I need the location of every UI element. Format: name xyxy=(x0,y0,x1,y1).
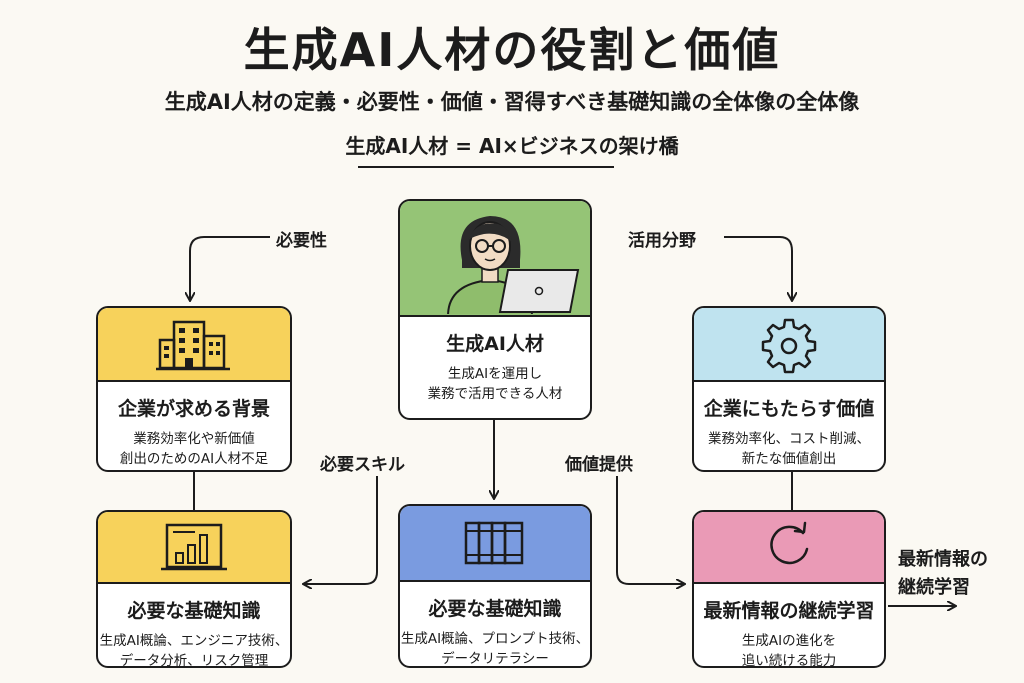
card-knowledge-left-title: 必要な基礎知識 xyxy=(127,600,261,622)
card-knowledge-mid-desc-line2: データリテラシー xyxy=(441,651,549,667)
card-background-desc-line2: 創出のためのAI人材不足 xyxy=(119,451,269,467)
label-value-provision: 価値提供 xyxy=(565,455,633,475)
card-knowledge-mid-header xyxy=(400,506,590,582)
connector-value-provision xyxy=(616,476,684,584)
bar-chart-icon xyxy=(161,523,227,571)
card-background-desc: 業務効率化や新価値 創出のためのAI人材不足 xyxy=(98,429,290,469)
card-knowledge-left-header xyxy=(98,512,290,584)
card-learning-title: 最新情報の継続学習 xyxy=(703,600,875,622)
label-necessity: 必要性 xyxy=(276,231,327,251)
card-ai-talent-desc: 生成AIを運用し 業務で活用できる人材 xyxy=(400,364,590,404)
card-background-header xyxy=(98,308,290,382)
formula-text: 生成AI人材 = AI×ビジネスの架け橋 xyxy=(345,134,679,158)
card-learning: 最新情報の継続学習 生成AIの進化を 追い続ける能力 xyxy=(692,510,886,668)
card-value-title: 企業にもたらす価値 xyxy=(703,398,875,420)
person-with-laptop-icon xyxy=(447,216,580,314)
card-learning-desc: 生成AIの進化を 追い続ける能力 xyxy=(694,631,884,668)
card-background-title: 企業が求める背景 xyxy=(117,398,270,420)
card-value: 企業にもたらす価値 業務効率化、コスト削減、 新たな価値創出 xyxy=(692,306,886,472)
card-value-header xyxy=(694,308,884,382)
label-continuous-learning-line1: 最新情報の xyxy=(898,549,988,570)
card-ai-talent: 生成AI人材 生成AIを運用し 業務で活用できる人材 xyxy=(398,199,592,420)
card-knowledge-left: 必要な基礎知識 生成AI概論、エンジニア技術、 データ分析、リスク管理 xyxy=(96,510,292,668)
connector-necessity xyxy=(190,236,270,300)
connector-fields xyxy=(724,236,792,300)
card-background: 企業が求める背景 業務効率化や新価値 創出のためのAI人材不足 xyxy=(96,306,292,472)
card-learning-desc-line1: 生成AIの進化を xyxy=(741,633,837,649)
label-skills: 必要スキル xyxy=(320,455,405,475)
label-fields: 活用分野 xyxy=(628,231,696,251)
card-knowledge-left-desc-line2: データ分析、リスク管理 xyxy=(119,653,269,668)
card-ai-talent-title: 生成AI人材 xyxy=(446,333,544,355)
card-value-desc: 業務効率化、コスト削減、 新たな価値創出 xyxy=(694,429,884,469)
card-knowledge-mid-title: 必要な基礎知識 xyxy=(428,598,562,620)
refresh-icon xyxy=(770,521,809,565)
card-ai-talent-header xyxy=(400,201,590,317)
connector-skills xyxy=(304,476,378,584)
label-continuous-learning: 最新情報の 継続学習 xyxy=(898,546,988,602)
page-subtitle: 生成AI人材の定義・必要性・価値・習得すべき基礎知識の全体像の全体像 xyxy=(164,90,860,114)
card-knowledge-left-desc-line1: 生成AI概論、エンジニア技術、 xyxy=(99,633,289,649)
card-ai-talent-desc-line2: 業務で活用できる人材 xyxy=(427,386,563,402)
page-title: 生成AI人材の役割と価値 xyxy=(243,23,781,77)
gear-icon xyxy=(761,318,817,374)
building-icon xyxy=(156,320,230,371)
label-continuous-learning-line2: 継続学習 xyxy=(898,577,970,598)
card-knowledge-mid: 必要な基礎知識 生成AI概論、プロンプト技術、 データリテラシー xyxy=(398,504,592,668)
formula-underline xyxy=(358,166,614,168)
card-learning-desc-line2: 追い続ける能力 xyxy=(741,653,837,668)
card-background-desc-line1: 業務効率化や新価値 xyxy=(133,431,255,447)
card-ai-talent-desc-line1: 生成AIを運用し xyxy=(447,366,543,382)
books-icon xyxy=(464,521,524,565)
card-knowledge-left-desc: 生成AI概論、エンジニア技術、 データ分析、リスク管理 xyxy=(98,631,290,668)
card-value-desc-line1: 業務効率化、コスト削減、 xyxy=(708,431,870,447)
card-knowledge-mid-desc: 生成AI概論、プロンプト技術、 データリテラシー xyxy=(400,629,590,667)
card-value-desc-line2: 新たな価値創出 xyxy=(741,451,837,467)
card-learning-header xyxy=(694,512,884,584)
card-knowledge-mid-desc-line1: 生成AI概論、プロンプト技術、 xyxy=(400,631,590,647)
